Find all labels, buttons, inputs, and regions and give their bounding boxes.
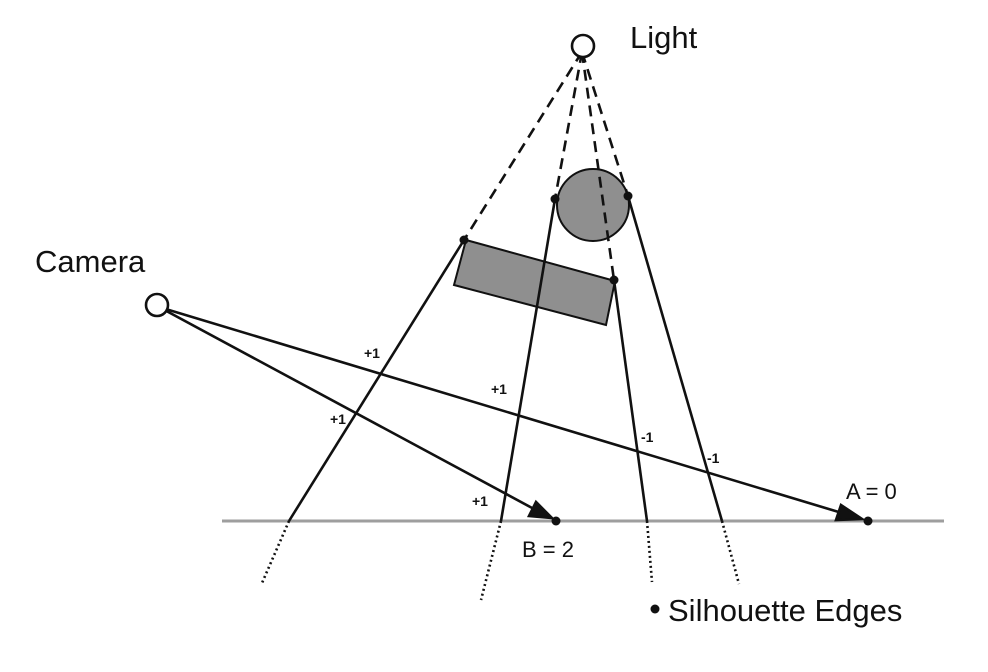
shadow-plane-3-ext — [645, 520, 654, 583]
light-ray-rect-left — [462, 51, 584, 241]
silhouette-point — [623, 191, 633, 201]
arrowhead-b — [526, 499, 556, 520]
light-rays — [462, 51, 630, 281]
circle-occluder — [556, 168, 630, 242]
shadow-plane-1-ext — [260, 520, 291, 584]
light-source — [570, 33, 596, 59]
point-b-label: B = 2 — [522, 537, 574, 562]
counter-ray-a-4: -1 — [707, 450, 720, 466]
camera-ray-to-a — [158, 305, 843, 515]
counter-ray-b-2: +1 — [472, 493, 488, 509]
shadow-plane-2-ext — [479, 520, 503, 601]
light-ray-rect-right — [580, 51, 616, 281]
shadow-plane-2 — [499, 198, 557, 522]
camera-source — [144, 292, 170, 318]
light-ray-circle-left — [553, 51, 584, 200]
camera-ray-to-b — [158, 305, 535, 511]
point-a-label: A = 0 — [846, 479, 897, 504]
camera-label: Camera — [35, 244, 146, 279]
shadow-plane-4-ext — [720, 520, 741, 585]
light-ray-circle-right — [580, 51, 630, 197]
counter-ray-a-1: +1 — [364, 345, 380, 361]
light-label: Light — [630, 20, 698, 55]
shadow-plane-4 — [626, 195, 724, 522]
counter-ray-a-3: -1 — [641, 429, 654, 445]
silhouette-point — [459, 235, 469, 245]
shadow-volume-planes — [260, 195, 741, 601]
shadow-plane-3 — [612, 279, 649, 522]
arrowhead-a — [834, 502, 867, 522]
silhouette-point — [609, 275, 619, 285]
counter-ray-a-2: +1 — [491, 381, 507, 397]
legend-dot — [650, 604, 660, 614]
camera-rays — [158, 305, 867, 522]
legend: Silhouette Edges — [650, 593, 902, 628]
counter-ray-b-1: +1 — [330, 411, 346, 427]
silhouette-edge-points — [459, 191, 633, 285]
point-a-dot — [863, 516, 873, 526]
point-b-dot — [551, 516, 561, 526]
silhouette-point — [550, 194, 560, 204]
shadow-plane-1 — [287, 239, 466, 522]
rectangle-occluder — [452, 238, 617, 327]
legend-label: Silhouette Edges — [668, 593, 902, 628]
